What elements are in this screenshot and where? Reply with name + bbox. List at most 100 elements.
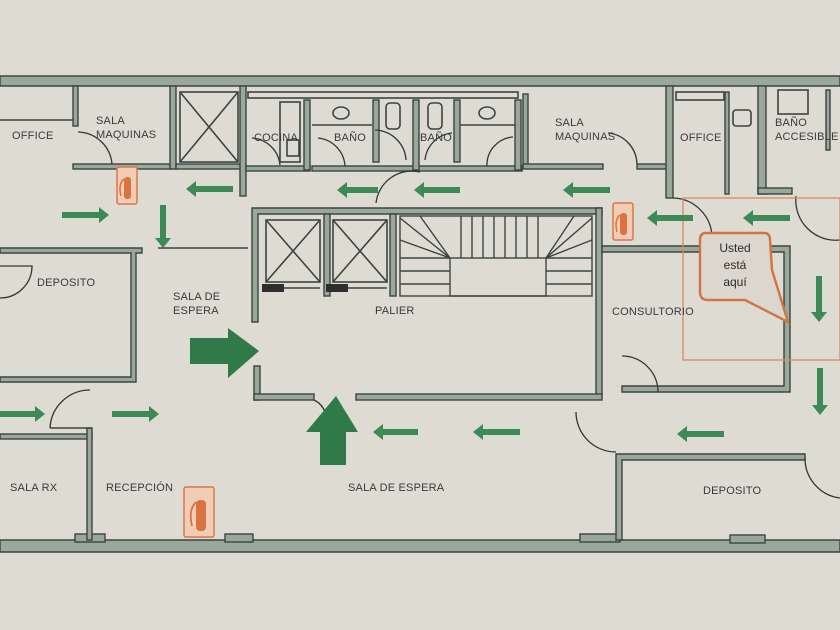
exit-arrow-right [112,406,159,422]
bottom-wall [0,539,840,553]
room-labels: OFFICE SALA MAQUINAS COCINA BAÑO BAÑO SA… [10,115,838,497]
wall [514,99,522,171]
wall [372,99,380,163]
label-cocina: COCINA [254,132,298,144]
outer-walls [0,75,840,553]
door-swing [317,137,346,167]
you-are-here-line2: está [724,258,747,272]
wall [595,207,603,397]
door-swing [77,131,113,165]
door-swing [621,355,659,393]
ledge [247,91,519,99]
sink-icon [732,109,752,127]
label-bano-2: BAÑO [420,131,452,144]
label-sala-maquinas-right-2: MAQUINAS [555,131,615,143]
top-wall [0,75,840,87]
wall [175,163,247,170]
elevator-1 [262,219,321,292]
door-swing [672,197,713,239]
door-swing [575,411,617,453]
toilet-icon [385,102,401,130]
right-rooms [575,245,840,541]
wall [245,165,311,172]
counter [279,101,301,163]
elevator-door [326,284,348,292]
fire-extinguisher-icon [116,166,138,205]
column [579,533,621,543]
door-swing [251,137,281,166]
door-swing [49,389,91,429]
wall [355,393,603,401]
elevator-2 [326,219,388,292]
wall [412,99,420,171]
left-rooms [0,247,248,541]
wall [323,213,331,297]
fire-extinguisher-icon [183,486,215,538]
exit-arrow-left [414,182,460,198]
exit-arrow-right [62,207,109,223]
sink-icon [478,106,496,120]
you-are-here-zone: Usted está aquí [682,197,840,361]
label-consultorio: CONSULTORIO [612,306,694,318]
sink-icon [332,106,350,120]
you-are-here-marker [698,231,790,325]
exit-arrow-left [677,426,724,442]
label-recepcion: RECEPCIÓN [106,481,173,494]
wall [724,91,730,195]
exit-arrow-left [563,182,610,198]
elevator-door [262,284,284,292]
wall [86,427,93,541]
exit-arrow-left [743,210,790,226]
wall [522,163,604,170]
wall [757,85,767,195]
label-sala-de-espera-top: SALA DE [173,291,220,303]
wall [453,99,461,163]
wall [253,393,315,401]
label-office-left: OFFICE [12,130,54,142]
label-sala-de-espera-top-2: ESPERA [173,305,219,317]
wall [303,99,311,171]
toilet-icon [427,102,443,130]
wall [522,93,529,169]
door-swing [374,129,407,161]
exit-arrow-left [647,210,693,226]
wall [72,85,79,127]
accessible-sink-icon [777,89,809,115]
label-office-right: OFFICE [680,132,722,144]
label-deposito-left: DEPOSITO [37,277,95,289]
you-are-here-line3: aquí [723,275,747,289]
wall [389,213,397,297]
label-sala-de-espera-bottom: SALA DE ESPERA [348,482,445,494]
wall [665,85,674,199]
central-core [251,207,603,431]
deposito-walls [0,247,143,383]
wall [757,187,793,195]
fire-extinguisher-icon [612,202,634,241]
door-swing [0,265,33,299]
exit-arrow-down [155,205,171,248]
exit-arrow-left [373,424,418,440]
door-swing [424,132,453,161]
label-bano-accesible: BAÑO [775,116,807,129]
exit-arrow-down [812,368,828,415]
column [729,534,766,544]
label-sala-maquinas-left: SALA [96,115,125,127]
label-sala-rx: SALA RX [10,482,58,494]
appliance [286,139,300,157]
wall [0,433,93,440]
column [224,533,254,543]
door-swing [607,132,638,165]
consultorio-walls [601,245,791,393]
exit-arrow-left [473,424,520,440]
door-swing [486,136,514,167]
shaft [179,91,239,163]
zone-outline [682,197,840,361]
wall [825,89,831,151]
label-deposito-right: DEPOSITO [703,485,761,497]
exit-arrow-left [337,182,378,198]
main-exit-arrow-up [306,396,358,465]
fire-extinguishers [116,166,634,538]
label-sala-maquinas-left-2: MAQUINAS [96,129,156,141]
